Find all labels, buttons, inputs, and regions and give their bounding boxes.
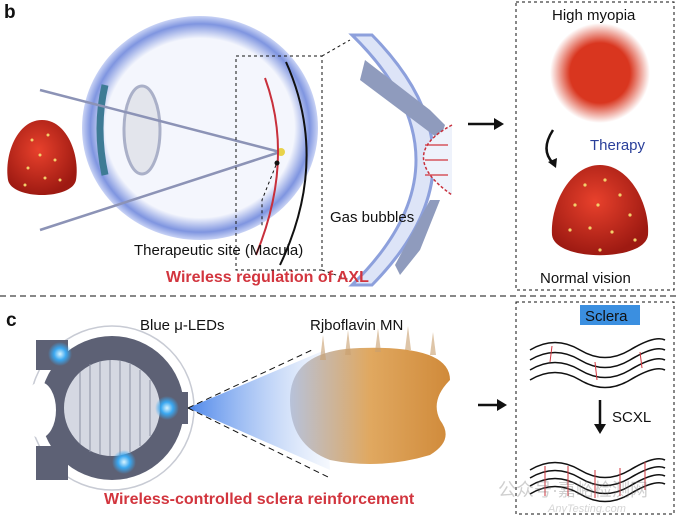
sclera-highlight	[580, 305, 640, 325]
sclera-box	[515, 301, 675, 515]
blurred-strawberry-image	[550, 23, 650, 123]
scxl-label: SCXL	[612, 409, 651, 426]
clear-strawberry-image	[551, 165, 649, 256]
gas-bubbles-label: Gas bubbles	[330, 209, 414, 226]
svg-text:AnyTesting.com: AnyTesting.com	[547, 503, 626, 515]
curved-arrow-icon	[545, 129, 555, 164]
strawberry-object	[7, 120, 77, 195]
panel-c-title: Wireless-controlled sclera reinforcement	[104, 491, 415, 508]
high-myopia-label: High myopia	[552, 7, 636, 24]
curved-arrow-head-icon	[548, 158, 557, 168]
led-device	[24, 325, 195, 491]
therapeutic-site-label: Therapeutic site (Macula)	[134, 242, 303, 259]
collagen-fibers-after	[529, 457, 666, 503]
therapy-label: Therapy	[590, 137, 646, 154]
riboflavin-mn-label: Rjboflavin MN	[310, 317, 403, 334]
panel-b-letter: b	[4, 2, 16, 23]
watermark: 公众号·嘉峪检测网 AnyTesting.com	[498, 480, 648, 515]
arrow-right-icon	[468, 118, 504, 130]
panel-c-letter: c	[6, 310, 17, 331]
panel-b-title: Wireless regulation of AXL	[166, 269, 369, 286]
microneedle-patch-image	[290, 326, 450, 464]
svg-text:公众号·嘉峪检测网: 公众号·嘉峪检测网	[498, 480, 648, 500]
outcome-box	[515, 1, 675, 291]
arrow-right-icon-c	[478, 399, 507, 411]
blue-leds-label: Blue μ-LEDs	[140, 317, 225, 334]
normal-vision-label: Normal vision	[540, 270, 631, 287]
sclera-label: Sclera	[585, 308, 628, 325]
collagen-fibers-before	[529, 337, 666, 389]
zoomed-retina-inset	[348, 33, 453, 287]
eye-diagram	[39, 16, 351, 281]
arrow-down-icon	[594, 400, 606, 434]
